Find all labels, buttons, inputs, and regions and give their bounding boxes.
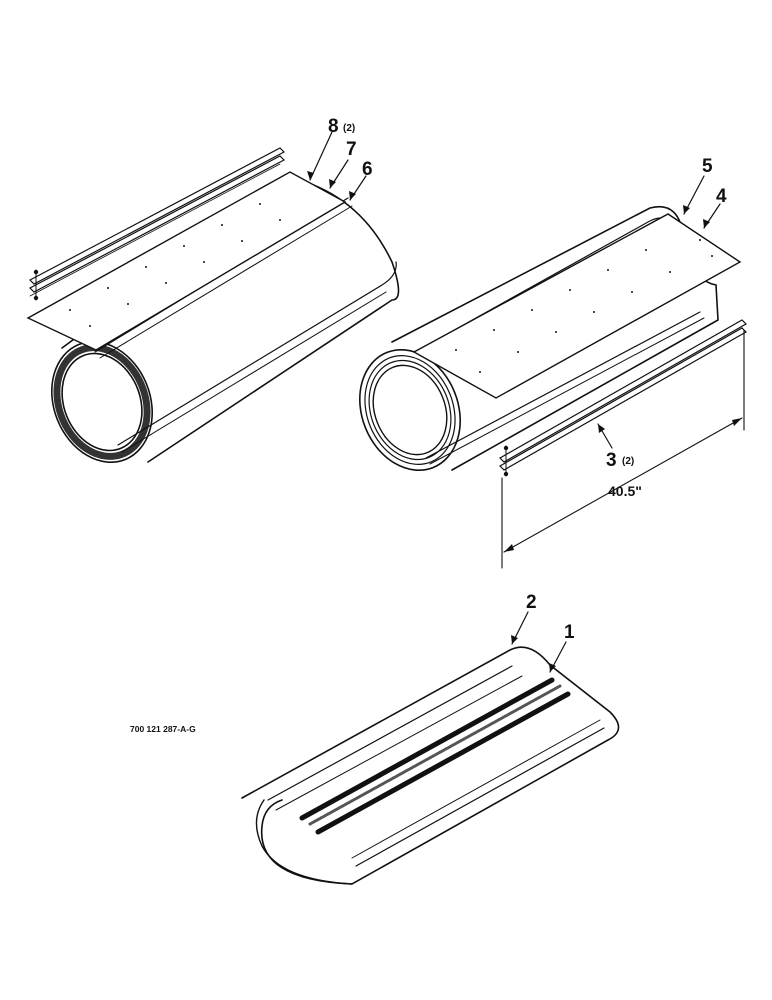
arrow-3 [598, 424, 605, 433]
arrow-5 [683, 205, 690, 214]
callout-4: 4 [716, 186, 727, 207]
right-sheet-holes [455, 239, 713, 373]
right-cover-sheet [412, 213, 742, 399]
left-roller-end-wrap [53, 344, 151, 460]
right-roller-end-inner [372, 364, 448, 456]
left-roller-lower-rib-2 [121, 291, 387, 453]
arrow-1 [549, 663, 556, 672]
callout-8-qty: (2) [343, 123, 355, 134]
belt-outline [241, 646, 620, 885]
belt-lower-rib-2 [351, 719, 601, 859]
left-roller-upper-rib-2 [99, 205, 353, 359]
right-roller-end-ring-1 [364, 355, 456, 465]
left-splice-bars [29, 147, 285, 301]
right-splice-bars [499, 319, 747, 477]
right-roller-assembly [358, 175, 747, 569]
left-roller-lower-rib [117, 261, 397, 446]
drawing-code: 700 121 287-A-G [130, 724, 196, 734]
right-roller-rib [425, 311, 701, 459]
left-cover-sheet [26, 171, 347, 351]
arrow-8 [307, 171, 314, 180]
right-roller-rib-2 [429, 317, 705, 465]
dimension-label: 40.5" [608, 483, 642, 499]
belt-lower-rib [355, 727, 605, 867]
arrow-2 [511, 635, 518, 644]
flat-belt-assembly [241, 611, 620, 885]
leader-8 [309, 131, 333, 181]
callout-7: 7 [346, 139, 357, 160]
callout-3-qty: (2) [622, 456, 634, 467]
left-roller-end-inner [61, 352, 143, 452]
belt-lacing-strip-2 [315, 691, 571, 835]
callout-2: 2 [526, 592, 537, 613]
belt-left-end [255, 799, 353, 885]
arrow-7 [329, 179, 336, 188]
belt-lacing-teeth [308, 684, 562, 826]
belt-top-edge [267, 665, 513, 801]
callout-5: 5 [702, 156, 713, 177]
belt-lacing-strip-1 [299, 677, 555, 821]
callout-3: 3 [606, 450, 617, 471]
belt-inner-edge [275, 675, 523, 811]
callout-1: 1 [564, 622, 575, 643]
arrow-4 [703, 219, 710, 228]
dimension-40-5 [501, 329, 745, 569]
left-sheet-holes [69, 203, 281, 327]
right-roller-end-ring-2 [368, 359, 452, 461]
callout-6: 6 [362, 159, 373, 180]
left-roller-assembly [26, 131, 400, 464]
callout-8: 8 [328, 116, 339, 137]
arrow-6 [349, 191, 356, 200]
